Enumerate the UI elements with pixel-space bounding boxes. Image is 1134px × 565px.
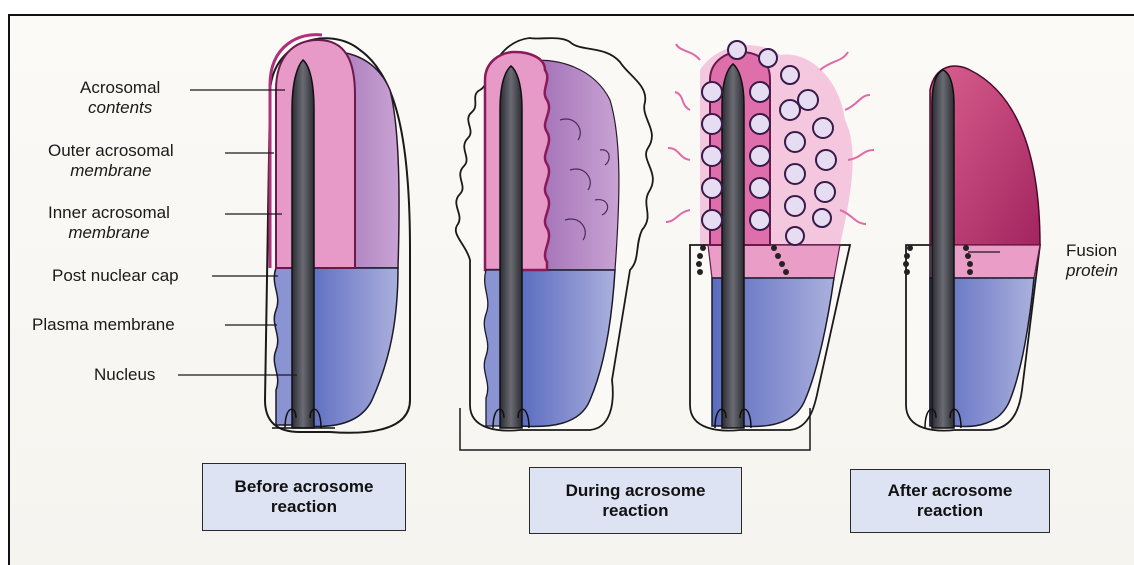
- caption-during-text: During acrosome reaction: [566, 481, 706, 521]
- label-outer-acrosomal-membrane: Outer acrosomal membrane: [48, 141, 174, 181]
- label-fusion-protein: Fusion protein: [1066, 241, 1118, 281]
- label-inner-acrosomal-membrane: Inner acrosomal membrane: [48, 203, 170, 243]
- label-plasma-membrane: Plasma membrane: [32, 315, 175, 335]
- caption-during: During acrosome reaction: [529, 467, 742, 534]
- sperm-head-during-early: [456, 38, 653, 431]
- caption-before: Before acrosome reaction: [202, 463, 406, 531]
- sperm-head-after: [903, 66, 1040, 431]
- label-acrosomal-contents: Acrosomal contents: [80, 78, 160, 118]
- sperm-head-before: [265, 35, 410, 433]
- caption-after: After acrosome reaction: [850, 469, 1050, 533]
- sperm-head-during-late: [666, 41, 874, 431]
- caption-after-text: After acrosome reaction: [888, 481, 1013, 521]
- caption-before-text: Before acrosome reaction: [235, 477, 374, 517]
- label-post-nuclear-cap: Post nuclear cap: [52, 266, 179, 286]
- label-nucleus: Nucleus: [94, 365, 155, 385]
